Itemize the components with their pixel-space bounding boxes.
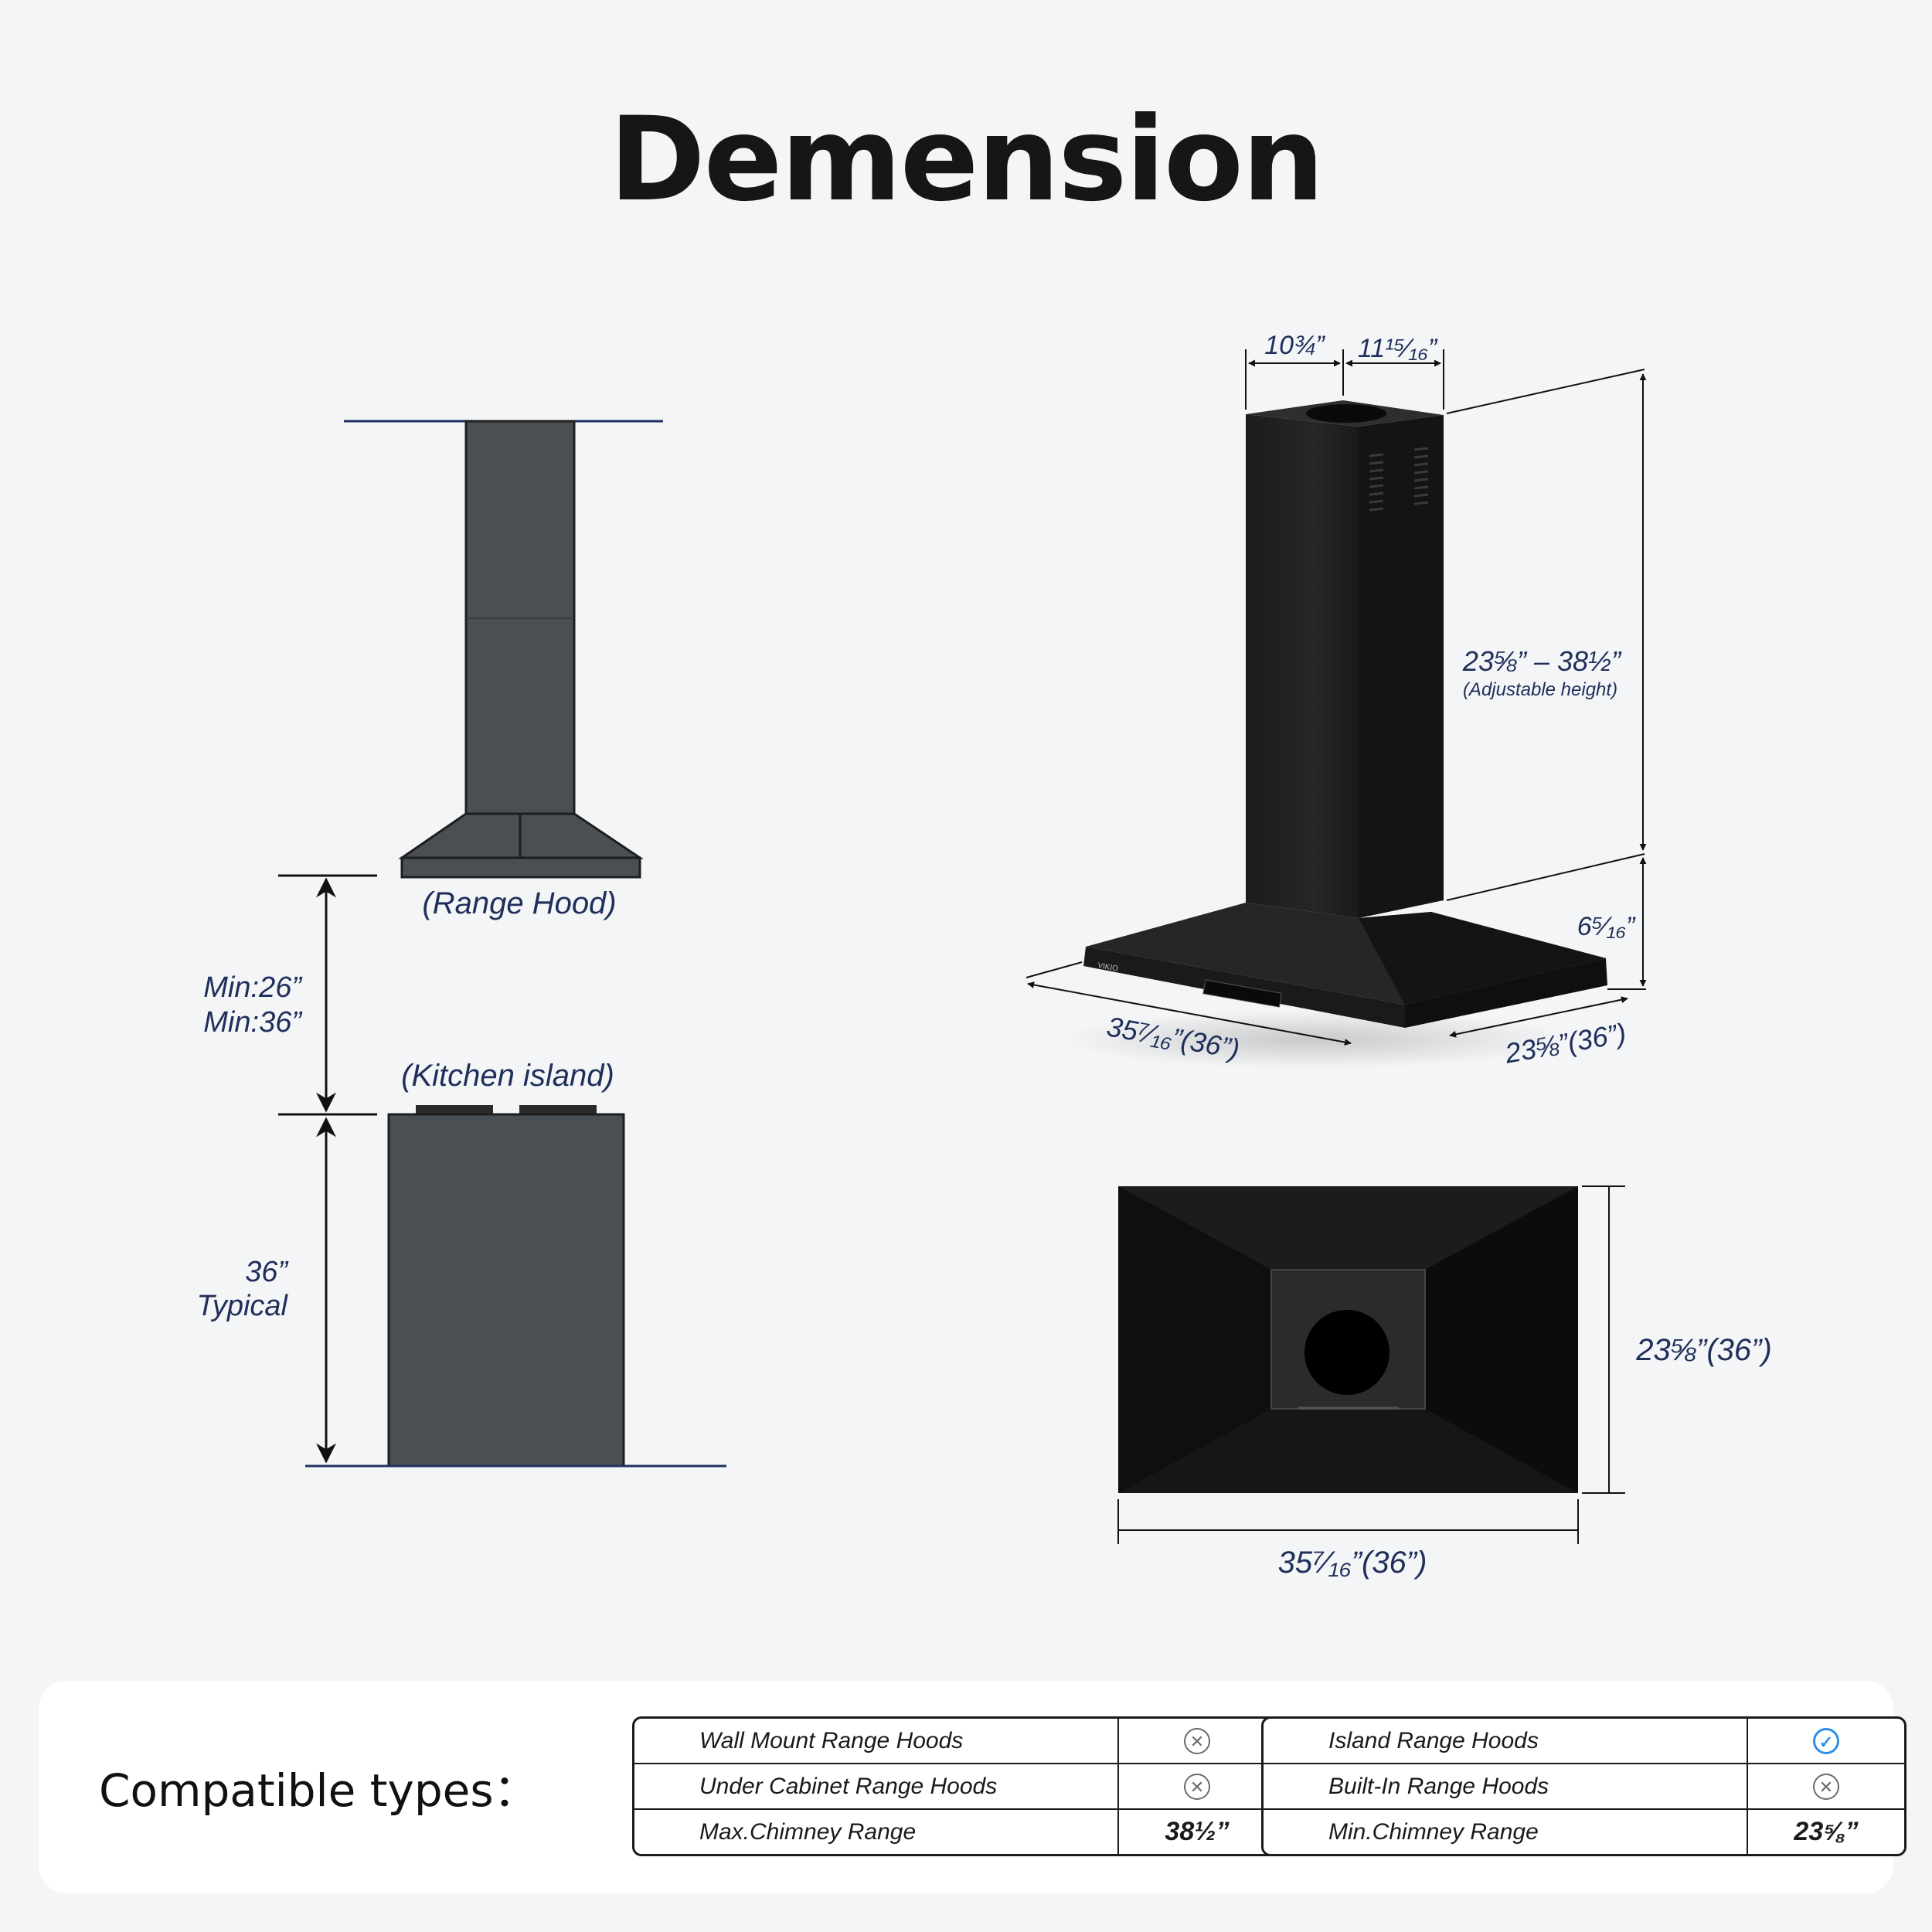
top-depth-label: 11¹⁵⁄₁₆”: [1358, 334, 1438, 363]
width-arrow: [1027, 981, 1352, 1046]
compatibility-table-left: Wall Mount Range Hoods ✕ Under Cabinet R…: [632, 1716, 1277, 1856]
chimney-top-opening: [1306, 404, 1386, 423]
min-clearance-label-2: Min:36”: [203, 1006, 303, 1039]
table-row: Under Cabinet Range Hoods ✕: [634, 1764, 1275, 1810]
top-width-label: 10¾”: [1264, 331, 1325, 360]
adjustable-height-note: (Adjustable height): [1463, 679, 1617, 700]
bottom-view: 23⅝”(36”) 35⁷⁄₁₆”(36”): [1117, 1185, 1772, 1580]
bottom-depth-label: 23⅝”(36”): [1635, 1333, 1772, 1367]
side-hood-base: [400, 856, 641, 879]
kitchen-island-label: (Kitchen island): [401, 1059, 614, 1093]
cooktop-burner: [519, 1105, 597, 1114]
x-circle-icon: ✕: [1184, 1728, 1210, 1754]
page-title: Demension: [609, 93, 1325, 227]
typical-height-label-2: Typical: [196, 1290, 288, 1322]
min-clearance-label-1: Min:26”: [203, 971, 303, 1004]
kitchen-island: [387, 1113, 625, 1468]
vent-slots-right: [1413, 447, 1429, 505]
table-cell-label: Island Range Hoods: [1264, 1719, 1748, 1764]
cooktop-burner: [416, 1105, 493, 1114]
depth-arrow: [1449, 996, 1628, 1038]
table-cell-label: Under Cabinet Range Hoods: [634, 1764, 1119, 1810]
vent-slots-left: [1369, 453, 1384, 512]
table-cell-label: Max.Chimney Range: [634, 1810, 1119, 1854]
table-cell-label: Built-In Range Hoods: [1264, 1764, 1748, 1810]
x-circle-icon: ✕: [1184, 1774, 1210, 1800]
hood-chimney-front: [1246, 414, 1359, 918]
product-view: VIKIO 10¾” 11¹⁵⁄₁₆” 23⅝” – 38½: [1026, 331, 1647, 1070]
typical-height-label-1: 36”: [245, 1256, 289, 1288]
table-row: Min.Chimney Range 23⅝”: [1264, 1810, 1904, 1854]
side-view: (Range Hood) Min:26” Min:36” (Kitchen is…: [196, 420, 726, 1468]
max-chimney-value: 38½”: [1165, 1817, 1230, 1846]
table-cell-label: Wall Mount Range Hoods: [634, 1719, 1119, 1764]
min-chimney-value: 23⅝”: [1794, 1817, 1859, 1846]
bottom-width-label: 35⁷⁄₁₆”(36”): [1278, 1546, 1427, 1580]
x-circle-icon: ✕: [1813, 1774, 1839, 1800]
chimney-height-label: 23⅝” – 38½”: [1462, 645, 1622, 677]
compatible-types-heading: Compatible types：: [99, 1764, 539, 1817]
range-hood-label: (Range Hood): [422, 886, 616, 920]
table-row: Built-In Range Hoods ✕: [1264, 1764, 1904, 1810]
hood-height-label: 6⁵⁄₁₆”: [1577, 912, 1636, 941]
check-circle-icon: ✓: [1813, 1727, 1839, 1754]
table-row: Wall Mount Range Hoods ✕: [634, 1719, 1275, 1764]
table-cell-label: Min.Chimney Range: [1264, 1810, 1748, 1854]
compatibility-table-right: Island Range Hoods ✓ Built-In Range Hood…: [1261, 1716, 1906, 1856]
table-row: Island Range Hoods ✓: [1264, 1719, 1904, 1764]
hood-chimney-side: [1359, 415, 1444, 918]
table-row: Max.Chimney Range 38½”: [634, 1810, 1275, 1854]
exhaust-opening: [1304, 1310, 1389, 1395]
brand-logo: VIKIO: [1097, 961, 1118, 974]
